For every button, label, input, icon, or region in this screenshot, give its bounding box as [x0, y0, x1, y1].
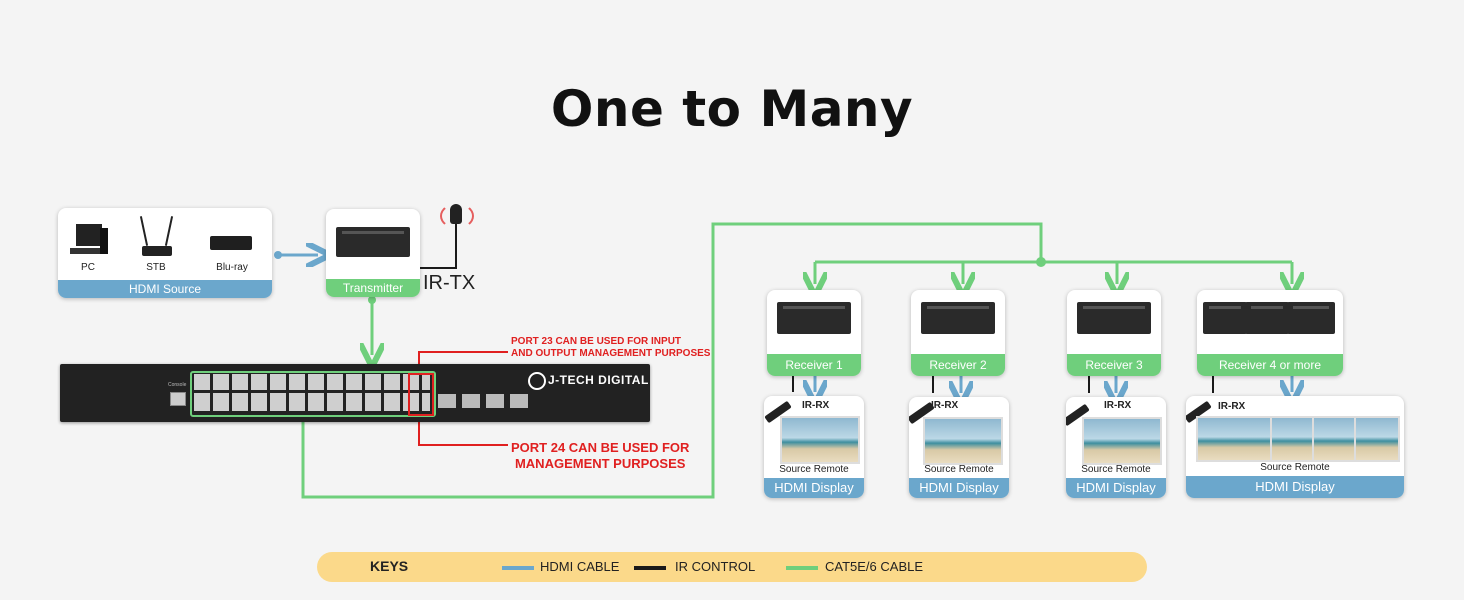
- tv-icon: [1196, 416, 1272, 462]
- hdmi-cable-label: HDMI CABLE: [540, 559, 620, 574]
- display-card-4: IR-RX Source Remote HDMI Display: [1186, 396, 1404, 498]
- cat-cable-label: CAT5E/6 CABLE: [825, 559, 924, 574]
- receiver-device: [921, 302, 995, 334]
- keys-title: KEYS: [370, 558, 409, 574]
- receiver-card-1: Receiver 1: [767, 290, 861, 376]
- receiver-device: [1203, 302, 1247, 334]
- hdmi-display-label: HDMI Display: [1186, 476, 1404, 498]
- tv-icon: [1082, 417, 1162, 465]
- ethernet-ports: [194, 374, 430, 411]
- ir-rx-label: IR-RX: [1218, 401, 1246, 412]
- hdmi-display-label: HDMI Display: [1066, 478, 1166, 498]
- receiver-card-2: Receiver 2: [911, 290, 1005, 376]
- cat-cable-swatch: [786, 566, 818, 570]
- console-label: Console: [168, 382, 187, 388]
- hdmi-source-label: HDMI Source: [58, 280, 272, 298]
- ir-rx-label: IR-RX: [931, 400, 959, 411]
- bluray-icon: [210, 236, 252, 250]
- receiver-label: Receiver 4 or more: [1197, 354, 1343, 376]
- pc-label: PC: [81, 262, 95, 273]
- ir-control-label: IR CONTROL: [675, 559, 756, 574]
- pc-icon: [70, 222, 108, 258]
- ethernet-port-block: [190, 371, 436, 417]
- ir-tx-wire: [420, 222, 457, 269]
- source-remote-label: Source Remote: [1260, 462, 1330, 473]
- hdmi-display-label: HDMI Display: [909, 478, 1009, 498]
- display-card-3: IR-RX Source Remote HDMI Display: [1066, 397, 1166, 498]
- transmitter-device: [336, 227, 410, 257]
- transmitter-label: Transmitter: [326, 279, 420, 297]
- display-card-1: IR-RX Source Remote HDMI Display: [764, 396, 864, 498]
- source-remote-label: Source Remote: [924, 464, 994, 475]
- keys-legend: KEYS HDMI CABLE IR CONTROL CAT5E/6 CABLE: [317, 552, 1147, 582]
- receiver-card-3: Receiver 3: [1067, 290, 1161, 376]
- ir-tx-label: IR-TX: [423, 272, 476, 294]
- ir-rx-label: IR-RX: [1104, 400, 1132, 411]
- port23-note: PORT 23 CAN BE USED FOR INPUT AND OUTPUT…: [511, 336, 711, 359]
- sfp-ports: [438, 394, 528, 408]
- port24-note: PORT 24 CAN BE USED FOR MANAGEMENT PURPO…: [511, 440, 690, 471]
- tv-icon: [923, 417, 1003, 465]
- hdmi-cable-swatch: [502, 566, 534, 570]
- display-card-2: IR-RX Source Remote HDMI Display: [909, 397, 1009, 498]
- brand-logo-icon: [528, 372, 546, 390]
- console-port: [170, 392, 186, 406]
- router-icon: [139, 216, 174, 258]
- bluray-label: Blu-ray: [216, 262, 248, 273]
- page-title: One to Many: [550, 80, 914, 138]
- receiver-device: [777, 302, 851, 334]
- receiver-device: [1077, 302, 1151, 334]
- transmitter-card: Transmitter: [326, 209, 420, 297]
- ir-control-swatch: [634, 566, 666, 570]
- cat-line-switch-receivers: [301, 222, 1043, 499]
- stb-label: STB: [146, 262, 166, 273]
- hdmi-source-card: PC STB Blu-ray HDMI Source: [58, 208, 272, 298]
- switch-brand: J-TECH DIGITAL: [548, 373, 649, 387]
- receiver-label: Receiver 3: [1067, 354, 1161, 376]
- tv-icon: [780, 416, 860, 464]
- ir-rx-label: IR-RX: [802, 400, 830, 411]
- source-remote-label: Source Remote: [1081, 464, 1151, 475]
- source-remote-label: Source Remote: [779, 464, 849, 475]
- receiver-label: Receiver 1: [767, 354, 861, 376]
- hdmi-display-label: HDMI Display: [764, 478, 864, 498]
- receiver-card-4: Receiver 4 or more: [1197, 290, 1343, 376]
- network-switch: Console J-TECH DIGITAL: [60, 364, 650, 422]
- management-ports: [408, 373, 434, 416]
- receiver-label: Receiver 2: [911, 354, 1005, 376]
